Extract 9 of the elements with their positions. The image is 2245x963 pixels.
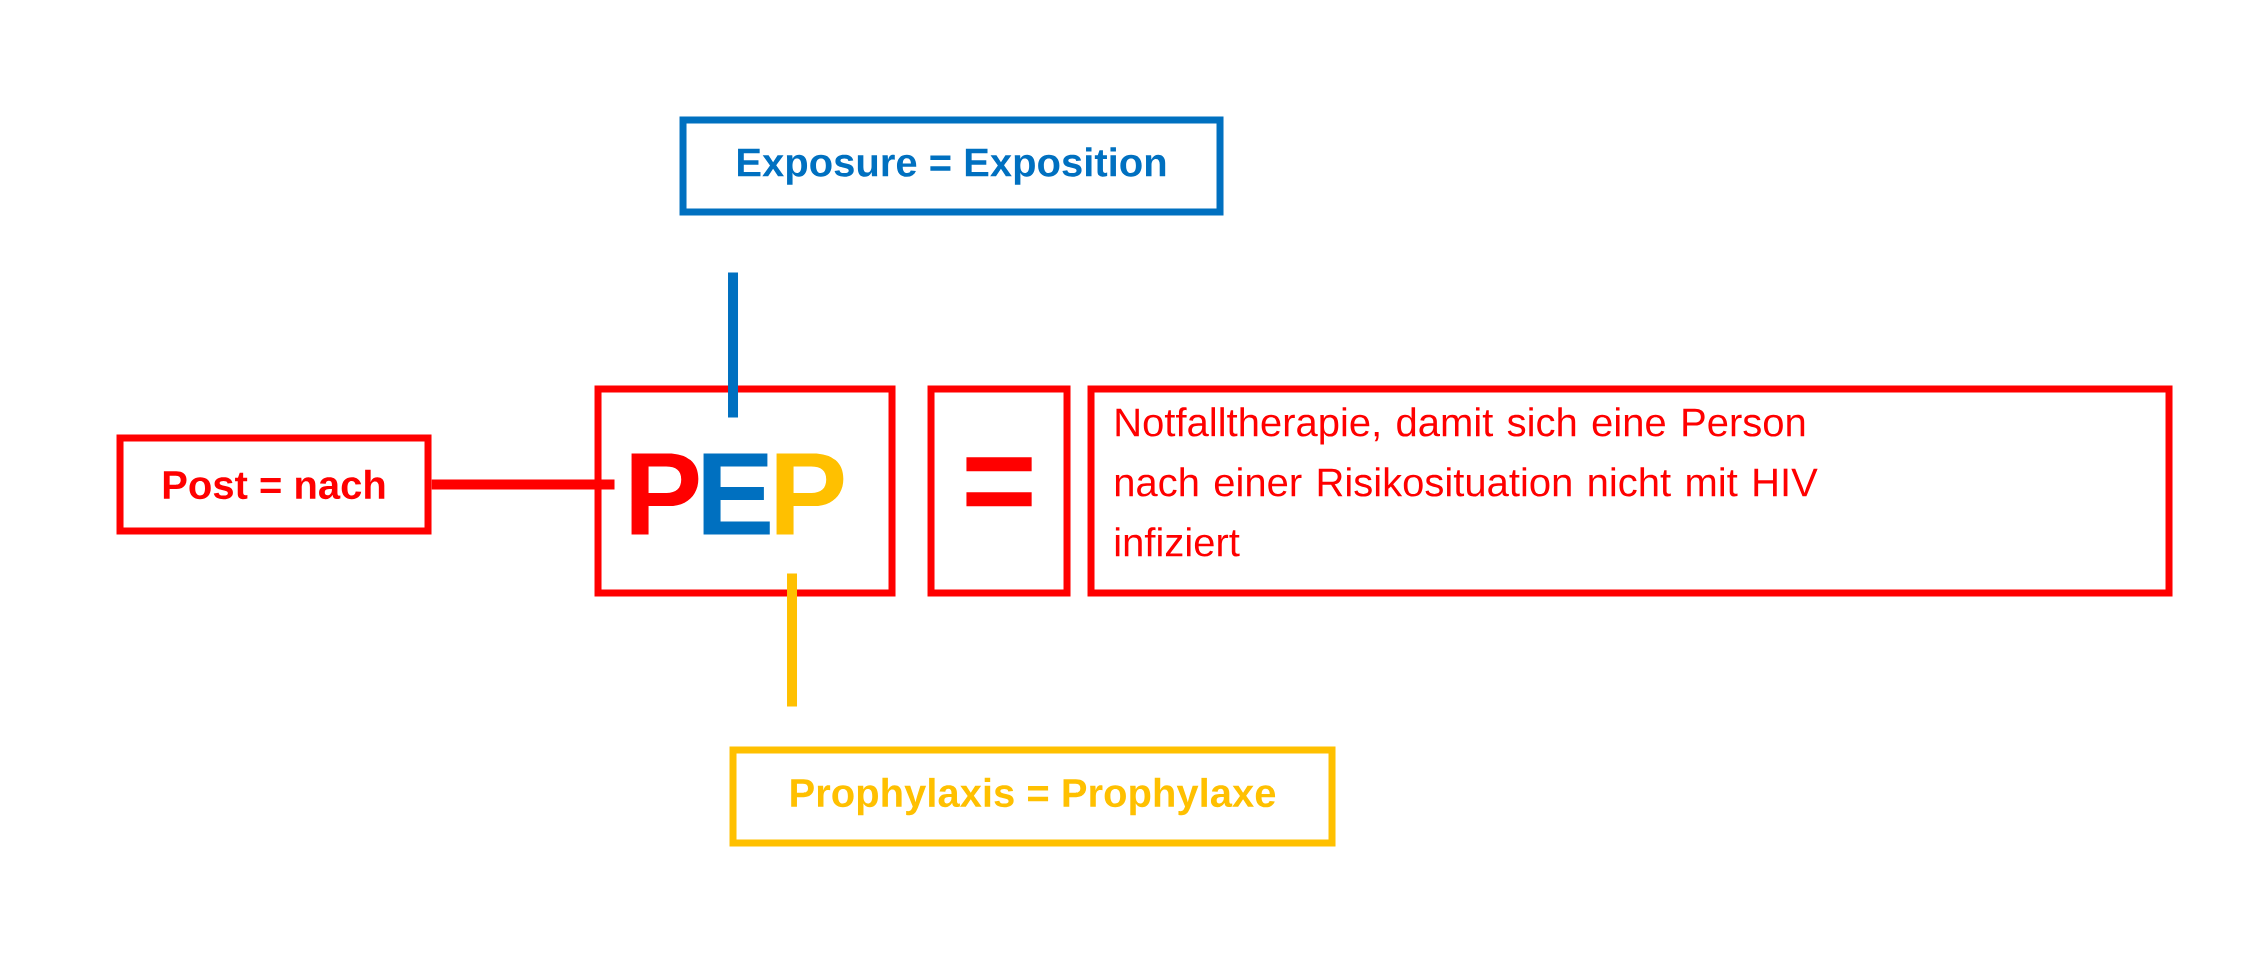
letter-box: PEP [594,385,896,597]
leader-line [431,479,615,490]
term-box: Prophylaxis = Prophylaxe [729,746,1336,847]
term-box: Exposure = Exposition [679,116,1224,216]
term-box: Post = nach [116,434,432,535]
definition-box: Notfalltherapie, damit sich eine Person nach einer Risikosituation nicht mit HIV infiziert [1087,385,2173,597]
equals-box: = [927,385,1071,597]
leader-line [728,272,738,418]
leader-line [787,573,797,707]
